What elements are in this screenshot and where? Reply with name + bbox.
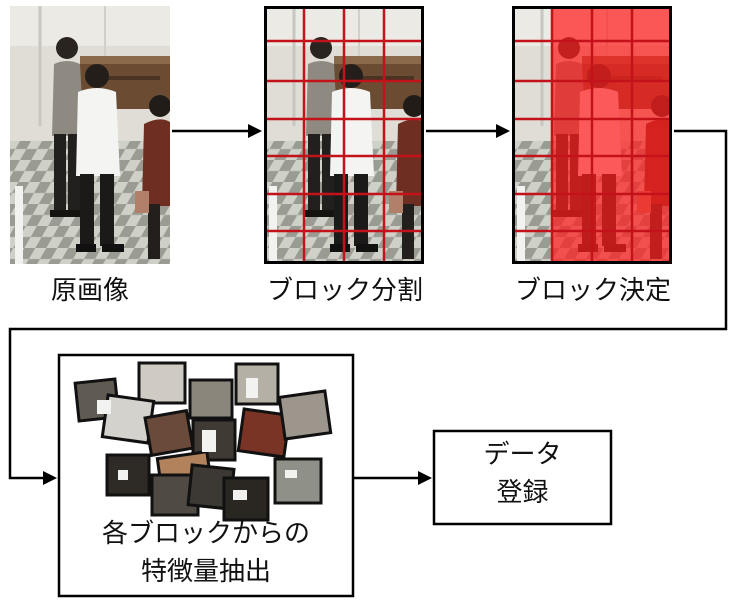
original-image-label: 原画像 [50, 276, 129, 306]
block-split-label: ブロック分割 [266, 276, 423, 306]
arrow-decide-to-features [8, 129, 728, 480]
block-decision-image [512, 6, 672, 264]
block-split-image [264, 6, 424, 264]
selected-blocks-overlay [552, 6, 672, 264]
feature-extraction-line2: 特徴量抽出 [140, 556, 271, 587]
data-registration-box [432, 429, 613, 526]
block-decision-label: ブロック決定 [514, 276, 671, 306]
original-image [10, 6, 170, 264]
block-thumbnails [73, 361, 333, 522]
feature-extraction-text: 各ブロックからの 特徴量抽出 [59, 516, 353, 591]
block-grid [264, 6, 424, 264]
feature-extraction-line1: 各ブロックからの [101, 519, 310, 549]
data-registration-line2: 登録 [496, 477, 549, 508]
data-registration-line1: データ [483, 440, 562, 470]
data-registration-text: データ 登録 [434, 437, 611, 512]
arrows [8, 129, 728, 480]
